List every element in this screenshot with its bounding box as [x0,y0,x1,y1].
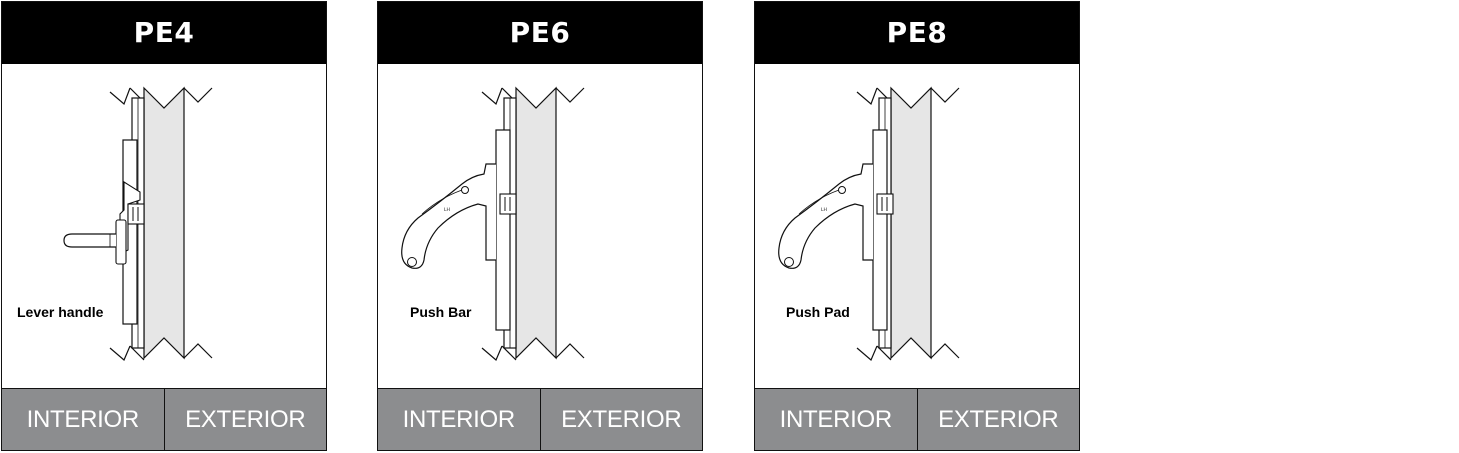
diagram-area: LH Push Bar [378,64,702,389]
svg-text:LH: LH [444,207,450,213]
side-labels: INTERIOR EXTERIOR [2,388,326,450]
handle-caption: Push Pad [786,304,850,320]
svg-text:LH: LH [821,207,827,213]
card-pe4: PE4 Leve [1,1,327,451]
exterior-label: EXTERIOR [539,389,702,450]
card-title: PE8 [755,2,1079,64]
push-bar-icon: LH [401,86,585,361]
push-pad-icon: LH [778,86,960,361]
card-pe8: PE8 LH Push Pad [754,1,1080,451]
exterior-label: EXTERIOR [163,389,326,450]
card-title: PE6 [378,2,702,64]
exterior-label: EXTERIOR [916,389,1079,450]
diagram-area: Lever handle [2,64,326,389]
diagram-area: LH Push Pad [755,64,1079,389]
side-labels: INTERIOR EXTERIOR [378,388,702,450]
handle-caption: Push Bar [410,304,472,320]
card-pe6: PE6 LH [377,1,703,451]
side-labels: INTERIOR EXTERIOR [755,388,1079,450]
interior-label: INTERIOR [755,389,917,450]
handle-caption: Lever handle [17,304,104,320]
card-title: PE4 [2,2,326,64]
lever-handle-icon [63,86,213,361]
interior-label: INTERIOR [378,389,540,450]
interior-label: INTERIOR [2,389,164,450]
